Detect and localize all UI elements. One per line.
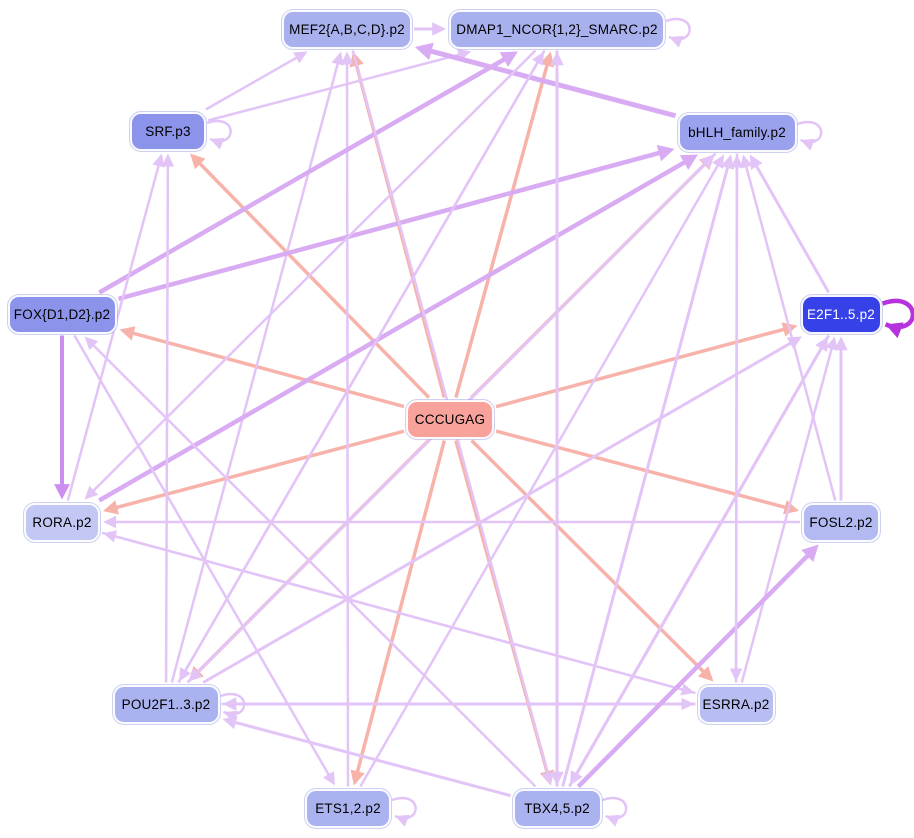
node-mef2[interactable]: MEF2{A,B,C,D}.p2 <box>281 8 413 50</box>
node-ets1[interactable]: ETS1,2.p2 <box>304 787 392 829</box>
node-cccugag[interactable]: CCCUGAG <box>405 398 495 440</box>
node-fosl2[interactable]: FOSL2.p2 <box>801 501 881 543</box>
node-e2f1[interactable]: E2F1..5.p2 <box>799 293 883 335</box>
node-dmap1[interactable]: DMAP1_NCOR{1,2}_SMARC.p2 <box>448 8 666 50</box>
node-rora[interactable]: RORA.p2 <box>23 501 101 543</box>
node-bhlh[interactable]: bHLH_family.p2 <box>676 111 798 153</box>
node-pou2f1[interactable]: POU2F1..3.p2 <box>111 683 221 725</box>
node-fox[interactable]: FOX{D1,D2}.p2 <box>6 293 118 335</box>
node-srf[interactable]: SRF.p3 <box>129 110 207 152</box>
node-esrra[interactable]: ESRRA.p2 <box>696 683 776 725</box>
node-tbx4[interactable]: TBX4,5.p2 <box>511 787 603 829</box>
